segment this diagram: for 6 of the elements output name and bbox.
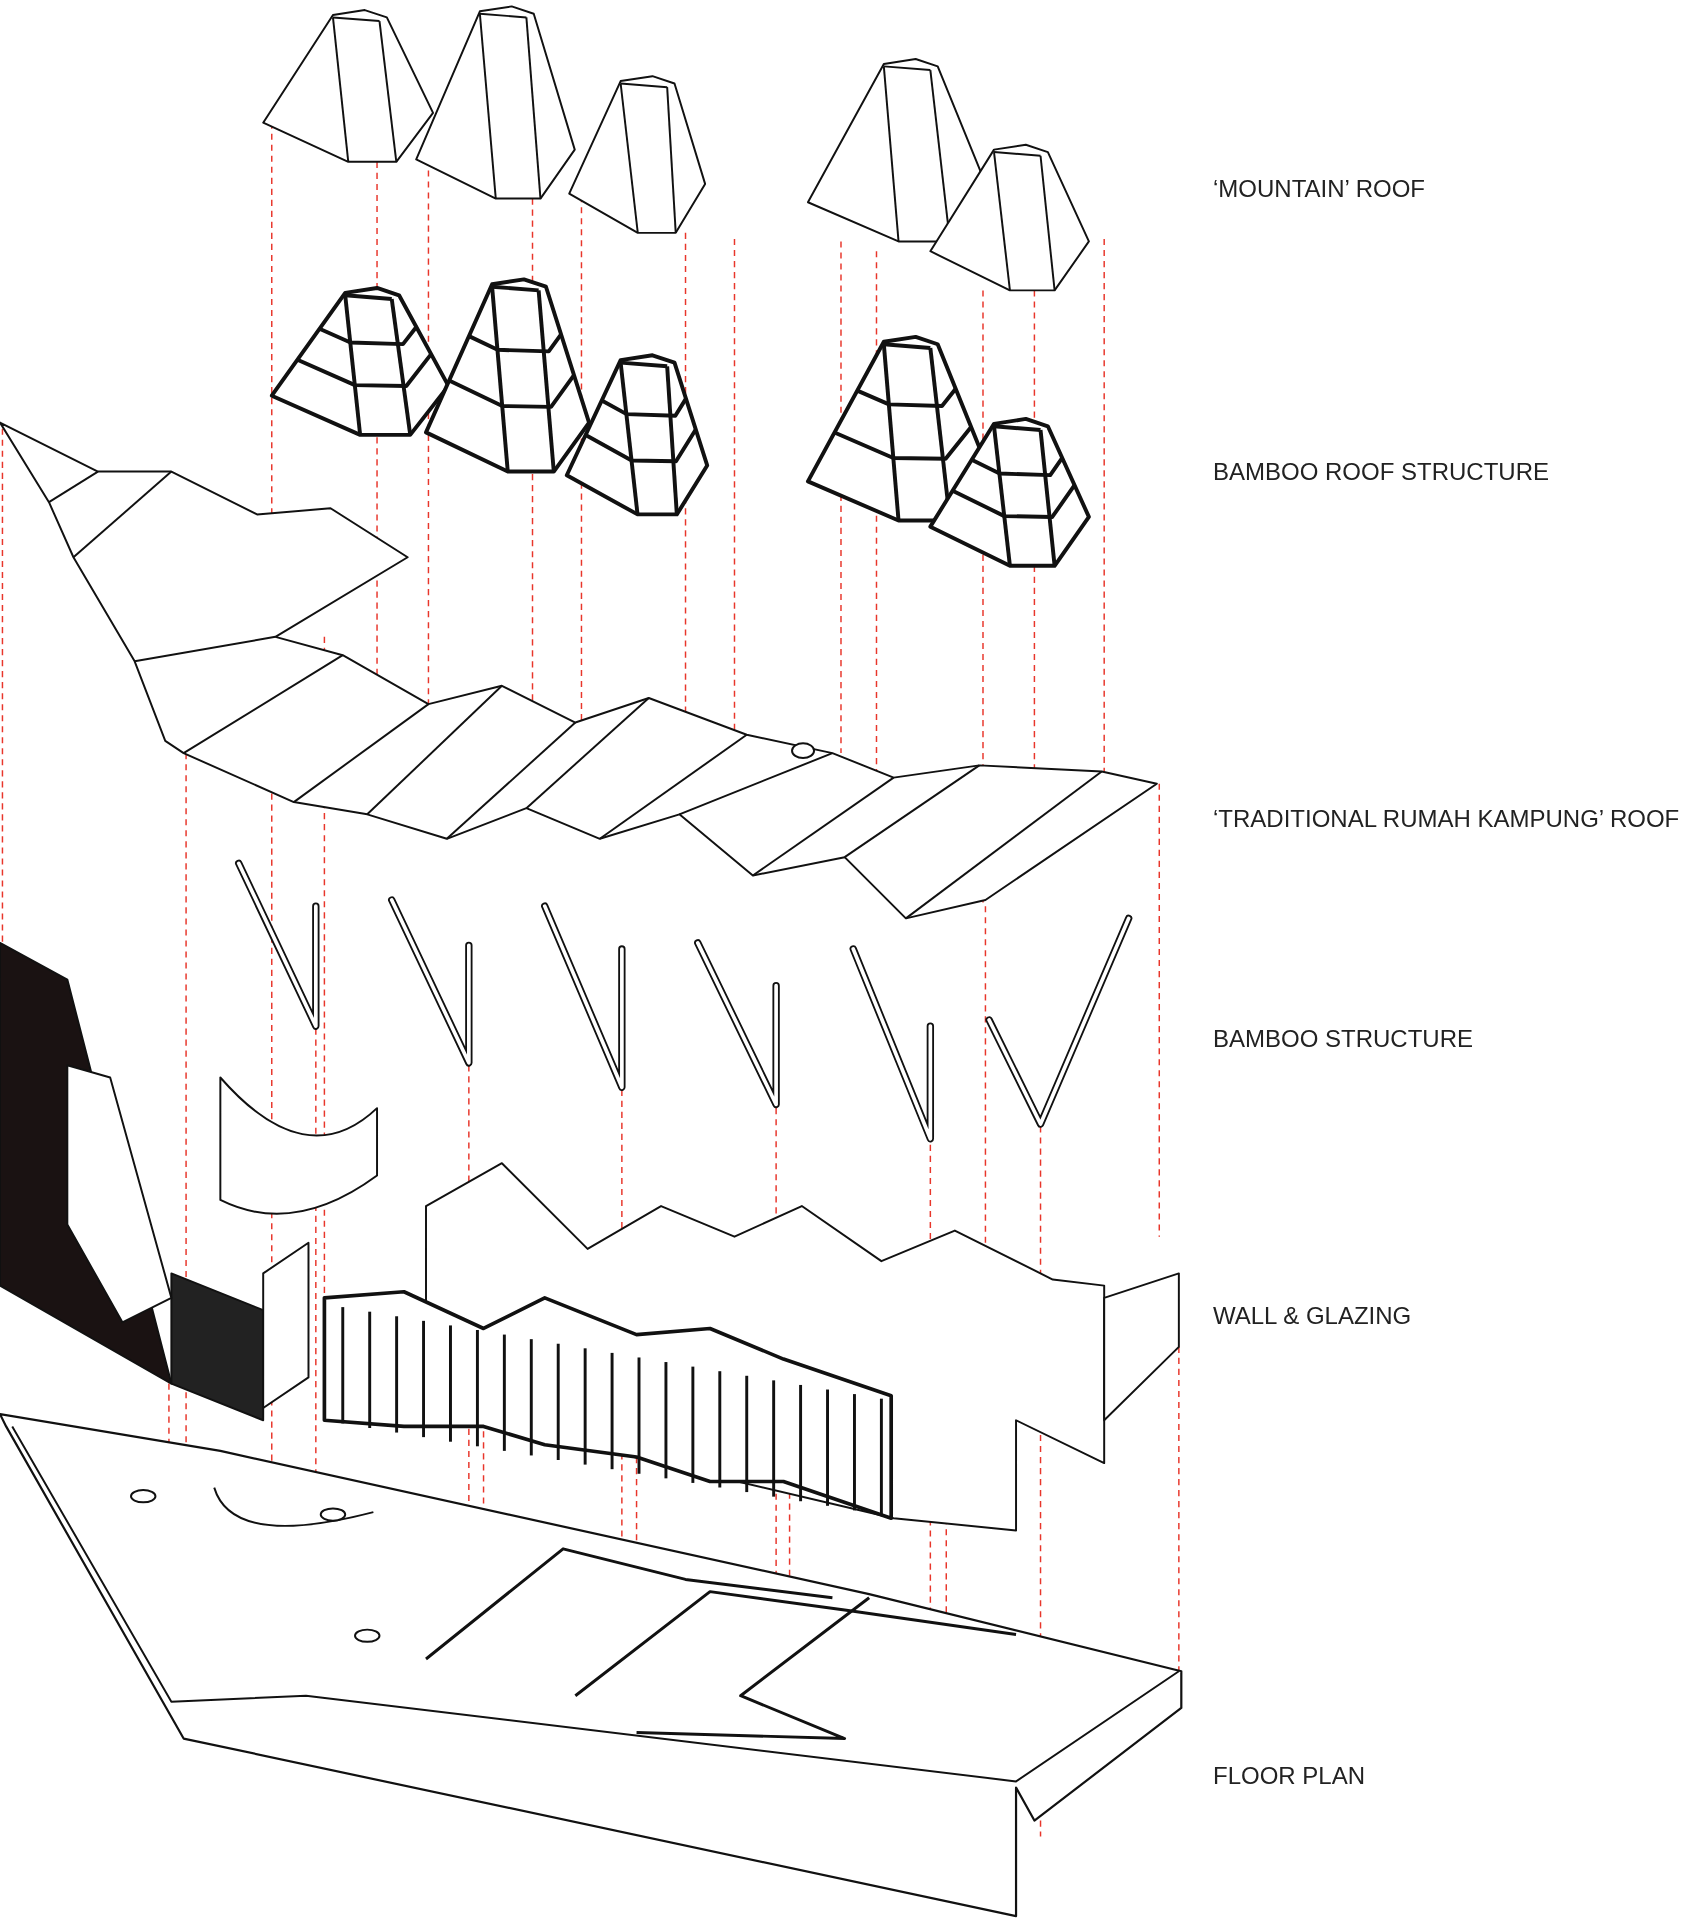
layer-label: BAMBOO ROOF STRUCTURE	[1213, 458, 1549, 486]
layer-label: WALL & GLAZING	[1213, 1302, 1412, 1330]
layer-label: BAMBOO STRUCTURE	[1213, 1025, 1473, 1053]
layer-label: FLOOR PLAN	[1213, 1762, 1366, 1790]
layer-label: ‘MOUNTAIN’ ROOF	[1213, 175, 1425, 203]
layer-label: ‘TRADITIONAL RUMAH KAMPUNG’ ROOF	[1213, 805, 1680, 833]
